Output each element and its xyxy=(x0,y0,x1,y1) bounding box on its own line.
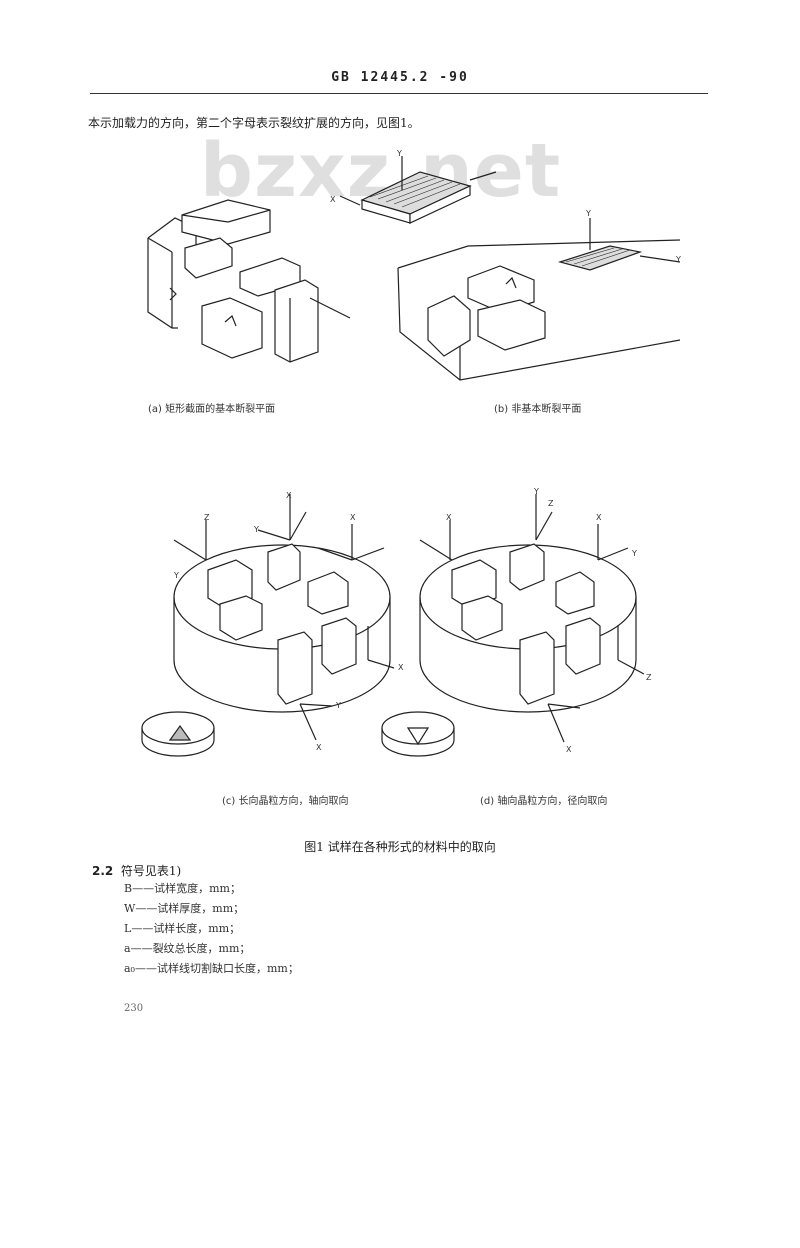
axis-label: X xyxy=(286,491,292,500)
symbol-line: a——裂纹总长度，mm； xyxy=(124,942,251,955)
axis-label: Y xyxy=(396,149,402,158)
fig-a-drawing xyxy=(147,156,497,363)
section-heading: 2.2 符号见表1) xyxy=(92,862,181,879)
caption-a: (a) 矩形截面的基本断裂平面 xyxy=(148,402,275,415)
orientation-figure: Y X Y Y X Z Y Y X X Y X Y Z X X Y Z X (a… xyxy=(141,149,681,807)
axis-label: X xyxy=(566,745,572,754)
axis-label: X xyxy=(398,663,404,672)
axis-label: Y xyxy=(335,701,341,710)
figure-title: 图1 试样在各种形式的材料中的取向 xyxy=(304,840,496,854)
fig-d-drawing xyxy=(381,494,645,757)
symbol-line: a₀——试样线切割缺口长度，mm； xyxy=(124,962,299,975)
axis-label: Z xyxy=(646,673,652,682)
symbol-line: W——试样厚度，mm； xyxy=(124,902,245,915)
axis-label: X xyxy=(350,513,356,522)
symbol-line: L——试样长度，mm； xyxy=(124,922,241,935)
header-rule xyxy=(90,93,708,94)
page-number: 230 xyxy=(124,1003,144,1014)
caption-c: (c) 长向晶粒方向，轴向取向 xyxy=(222,794,348,807)
axis-label: X xyxy=(446,513,452,522)
axis-label: Y xyxy=(533,487,539,496)
standard-header: GB 12445.2 -90 xyxy=(331,70,469,85)
axis-label: X xyxy=(316,743,322,752)
section-title: 符号见表1) xyxy=(120,864,182,878)
axis-label: X xyxy=(330,195,336,204)
section-number: 2.2 xyxy=(92,864,114,878)
intro-text: 本示加载力的方向，第二个字母表示裂纹扩展的方向，见图1。 xyxy=(88,116,420,130)
axis-label: X xyxy=(596,513,602,522)
caption-b: (b) 非基本断裂平面 xyxy=(494,402,581,415)
axis-label: Y xyxy=(585,209,591,218)
axis-label: Y xyxy=(631,549,637,558)
axis-label: Y xyxy=(253,525,259,534)
fig-b-drawing xyxy=(397,218,681,381)
axis-label: Y xyxy=(173,571,179,580)
axis-label: Z xyxy=(548,499,554,508)
axis-label: Z xyxy=(204,513,210,522)
symbol-line: B——试样宽度，mm； xyxy=(124,882,241,895)
fig-c-drawing xyxy=(141,494,395,757)
caption-d: (d) 轴向晶粒方向，径向取向 xyxy=(480,794,607,807)
axis-label: Y xyxy=(675,255,681,264)
